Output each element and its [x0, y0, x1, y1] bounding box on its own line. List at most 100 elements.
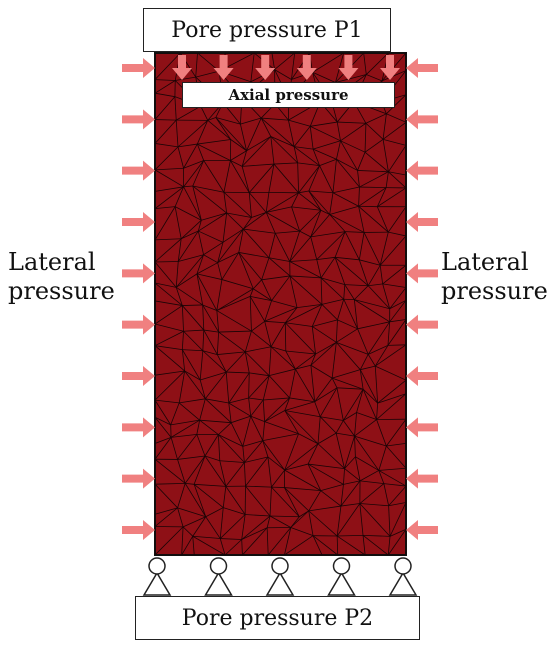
- mesh-edge: [268, 163, 275, 193]
- mesh-edge: [246, 136, 272, 152]
- mesh-edge: [242, 228, 270, 259]
- mesh-edge: [222, 228, 244, 243]
- mesh-edge: [329, 214, 346, 232]
- mesh-edge: [310, 210, 322, 237]
- mesh-edge: [357, 321, 390, 330]
- mesh-edge: [177, 507, 206, 518]
- mesh-edge: [389, 287, 406, 310]
- axial-arrow: [255, 55, 276, 80]
- mesh-edge: [329, 192, 334, 215]
- mesh-edge: [228, 402, 251, 417]
- mesh-edge: [155, 507, 178, 515]
- mesh-edge: [344, 284, 369, 287]
- mesh-edge: [297, 162, 299, 193]
- mesh-edge: [289, 236, 312, 262]
- mesh-edge: [155, 345, 183, 351]
- mesh-edge: [335, 319, 338, 343]
- mesh-edge: [275, 230, 300, 234]
- mesh-edge: [174, 206, 182, 239]
- mesh-edge: [307, 463, 322, 491]
- mesh-edge: [155, 399, 180, 404]
- mesh-edge: [266, 515, 271, 528]
- mesh-edge: [170, 402, 180, 426]
- axial-pressure-arrows: [172, 55, 400, 80]
- mesh-edge: [248, 192, 252, 218]
- mesh-edge: [337, 534, 364, 537]
- mesh-edge: [182, 304, 203, 306]
- mesh-edge: [155, 92, 175, 98]
- lateral-arrow-right: [406, 366, 438, 386]
- mesh-edge: [203, 254, 218, 264]
- mesh-edge: [288, 119, 311, 127]
- mesh-edge: [181, 331, 184, 350]
- mesh-edge: [317, 443, 345, 469]
- mesh-edge: [238, 252, 262, 281]
- mesh-edge: [177, 434, 198, 460]
- mesh-edge: [376, 393, 406, 420]
- mesh-edge: [225, 372, 230, 404]
- mesh-edge: [343, 284, 346, 300]
- mesh-edge: [218, 434, 243, 447]
- mesh-edge: [242, 163, 274, 167]
- mesh-edge: [264, 321, 272, 347]
- mesh-edge: [176, 287, 203, 306]
- mesh-edge: [284, 410, 321, 418]
- mesh-edge: [155, 437, 172, 460]
- mesh-edge: [202, 304, 205, 331]
- mesh-edge: [226, 371, 250, 374]
- mesh-edge: [366, 74, 383, 82]
- mesh-edge: [271, 300, 298, 309]
- mesh-edge: [381, 70, 406, 82]
- mesh-edge: [345, 231, 365, 233]
- mesh-edge: [177, 455, 206, 460]
- mesh-edge: [377, 187, 406, 208]
- mesh-edge: [192, 535, 221, 539]
- mesh-edge: [382, 283, 391, 309]
- mesh-edge: [365, 122, 384, 140]
- mesh-edge: [291, 206, 301, 232]
- mesh-edge: [376, 187, 387, 207]
- mesh-edge: [155, 146, 179, 171]
- mesh-edge: [192, 160, 205, 187]
- mesh-edge: [196, 254, 204, 275]
- mesh-edge: [358, 187, 360, 207]
- mesh-edge: [317, 432, 337, 445]
- mesh-edge: [379, 265, 384, 284]
- mesh-edge: [285, 350, 296, 370]
- mesh-edge: [228, 397, 249, 404]
- mesh-edge: [344, 231, 360, 260]
- mesh-edge: [155, 300, 183, 306]
- mesh-edge: [284, 397, 290, 411]
- mesh-edge: [179, 398, 206, 404]
- mesh-edge: [336, 432, 355, 437]
- mesh-edge: [182, 305, 205, 331]
- mesh-edge: [240, 117, 262, 125]
- mesh-edge: [242, 440, 263, 447]
- mesh-edge: [310, 231, 346, 238]
- mesh-edge: [359, 503, 389, 507]
- mesh-edge: [241, 136, 272, 167]
- mesh-edge: [367, 321, 390, 355]
- mesh-edge: [284, 487, 310, 512]
- mesh-edge: [177, 459, 186, 484]
- mesh-edge: [155, 526, 184, 555]
- mesh-edge: [249, 296, 252, 332]
- mesh-edge: [241, 515, 271, 540]
- mesh-edge: [270, 136, 295, 148]
- mesh-edge: [243, 212, 267, 230]
- mesh-edge: [336, 341, 369, 355]
- mesh-edge: [336, 503, 361, 537]
- mesh-edge: [316, 256, 336, 260]
- mesh-edge: [340, 122, 367, 142]
- mesh-edge: [182, 526, 194, 537]
- mesh-edge: [155, 119, 177, 144]
- mesh-edge: [192, 185, 224, 193]
- mesh-edge: [194, 483, 226, 487]
- mesh-edge: [217, 351, 246, 355]
- mesh-edge: [193, 483, 224, 508]
- mesh-edge: [364, 151, 389, 173]
- roller-support: [388, 557, 418, 596]
- mesh-edge: [241, 150, 247, 167]
- mesh-edge: [197, 143, 231, 161]
- lateral-pressure-label-left: Lateral pressure: [8, 248, 115, 306]
